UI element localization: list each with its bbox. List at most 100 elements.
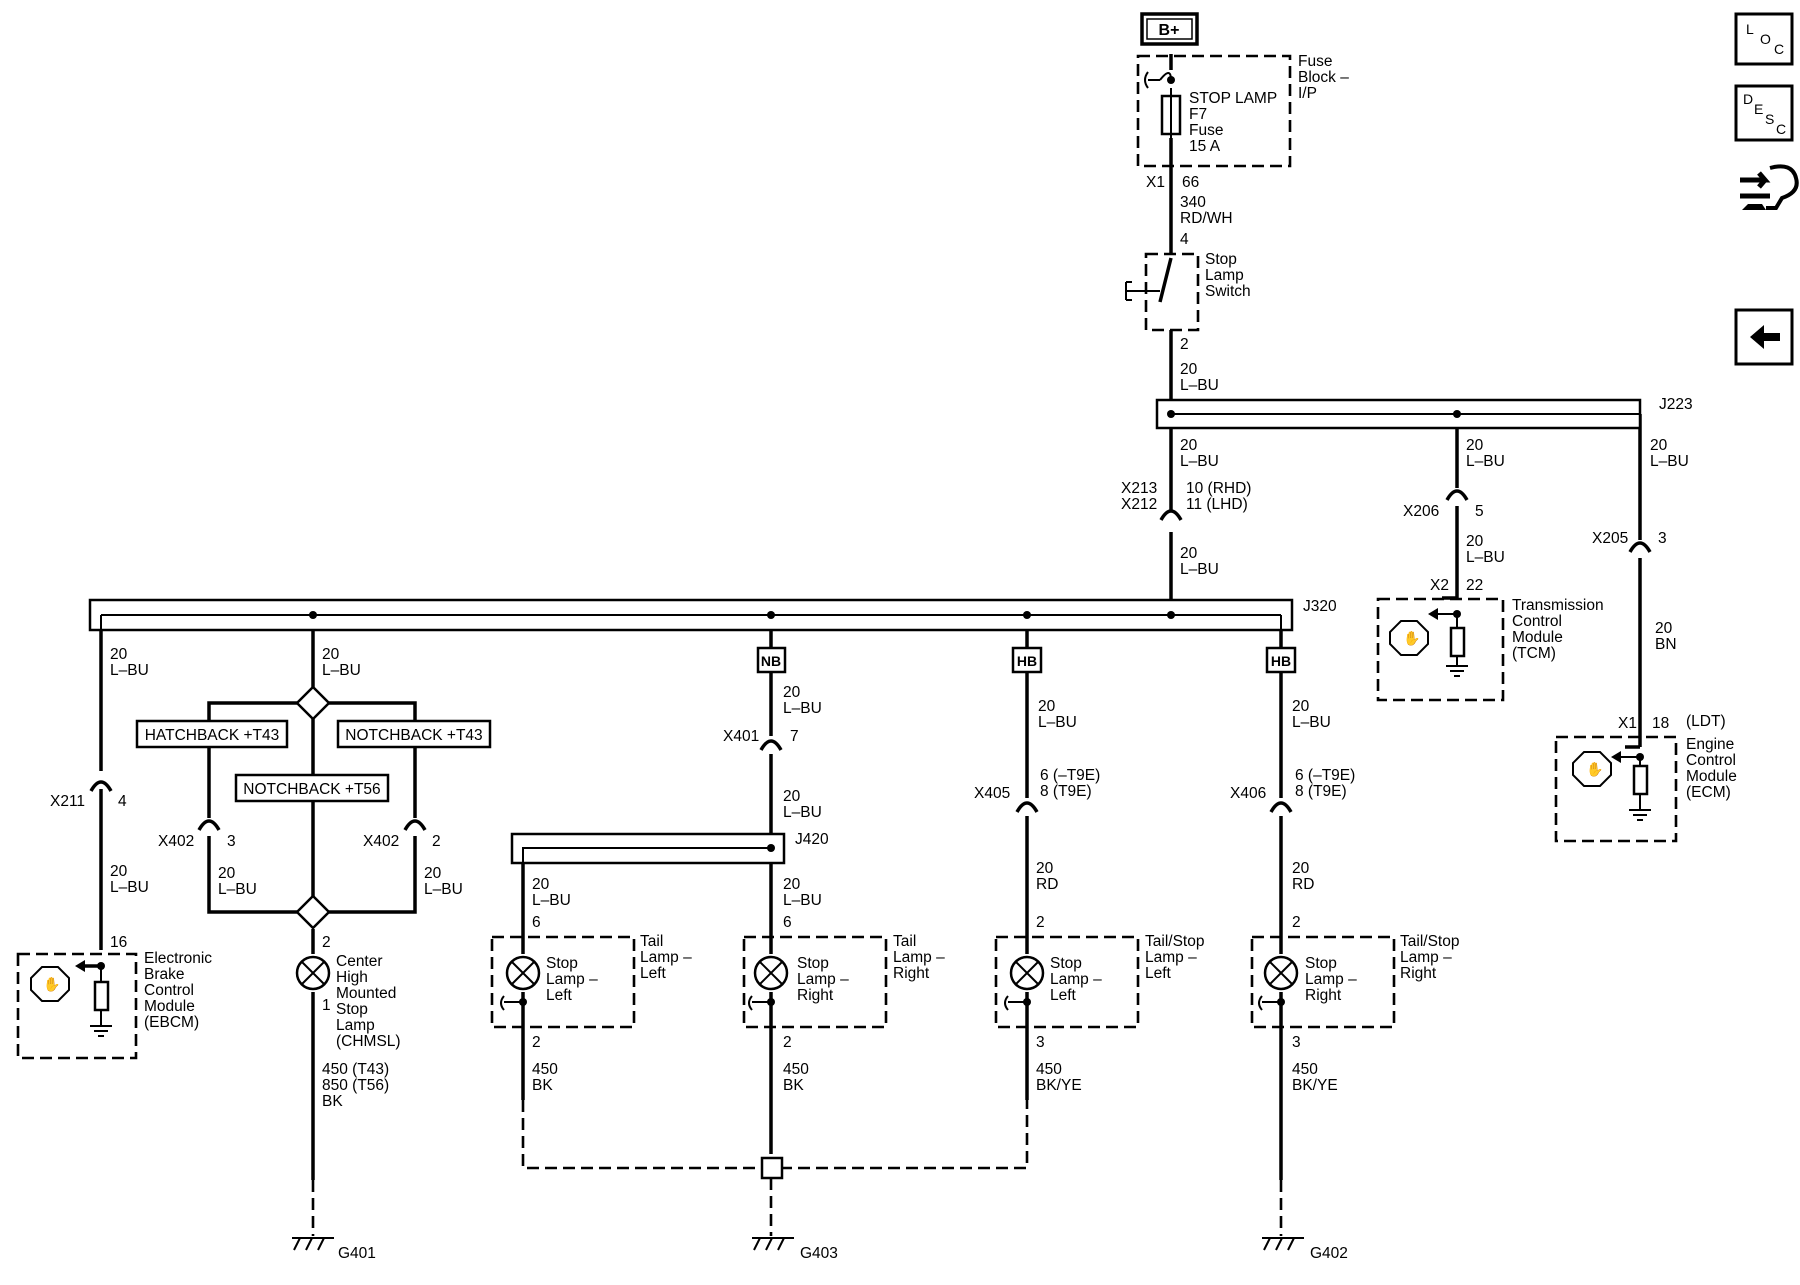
x401-connector: X401 [723, 728, 759, 745]
x211-connector: X211 [50, 793, 85, 810]
lamp-stop-left-nb: 20 L–BU 6 Stop Lamp – Left Tail Lamp – L… [490, 876, 696, 1094]
lamp1-pin-in: 6 [532, 914, 541, 931]
connector-x402-right-symbol [403, 819, 427, 831]
connector-tool-icon[interactable] [1740, 164, 1799, 210]
wire-label-nb-bottom: 20 L–BU [783, 788, 822, 821]
connector-x405-symbol [1015, 801, 1039, 813]
j420-label: J420 [795, 831, 829, 848]
svg-text:S: S [1765, 111, 1774, 127]
tail-lamp-right-label: Tail Lamp – Right [893, 933, 949, 982]
tailstop-lamp-right-label: Tail/Stop Lamp – Right [1400, 933, 1464, 982]
x406-connector: X406 [1230, 785, 1266, 802]
lamp3-pin-out: 3 [1036, 1034, 1045, 1051]
g402-label: G402 [1310, 1245, 1348, 1262]
x405-connector: X405 [974, 785, 1010, 802]
ecm-outline [1554, 735, 1678, 843]
tail-lamp-left-label: Tail Lamp – Left [640, 933, 696, 982]
option-split-diamond [295, 685, 331, 721]
nb-branch: NB 20 L–BU X401 7 20 L–BU [723, 646, 822, 821]
notchback-t56-box [234, 773, 390, 803]
hb-branch-left: HB 20 L–BU X405 6 (–T9E) 8 (T9E) 20 RD 2… [974, 646, 1209, 1094]
j320-label: J320 [1303, 598, 1337, 615]
switch-pin-out: 2 [1180, 336, 1189, 353]
wire-label-hb2-rd: 20 RD [1292, 860, 1314, 893]
tailstop-lamp-left-outline [994, 935, 1140, 1029]
lamp4-pin-out: 3 [1292, 1034, 1301, 1051]
connector-x402-left-symbol [197, 819, 221, 831]
j223-label: J223 [1659, 396, 1693, 413]
hb-tag-left [1011, 646, 1043, 674]
wire-label-x402-right: 20 L–BU [424, 865, 463, 898]
wire-label-lamp2: 20 L–BU [783, 876, 822, 909]
description-icon[interactable]: D E S C [1734, 84, 1794, 142]
wire-label-x213-top: 20 L–BU [1180, 437, 1219, 470]
ecm-connector: X1 [1618, 715, 1637, 732]
notchback-t56-label: NOTCHBACK +T56 [243, 781, 380, 798]
notchback-t43-label: NOTCHBACK +T43 [345, 727, 482, 744]
ebcm-label: Electronic Brake Control Module (EBCM) [144, 950, 216, 1031]
connector-x213-symbol [1159, 509, 1183, 521]
svg-text:D: D [1743, 91, 1753, 107]
splice-bars: J223 J320 J420 [88, 396, 1693, 865]
x213-connectors: X213 X212 [1121, 480, 1162, 513]
svg-text:✋: ✋ [43, 976, 60, 992]
svg-text:C: C [1776, 121, 1786, 137]
stop-lamp-right-hb-label: Stop Lamp – Right [1305, 955, 1361, 1004]
wire-label-tcm-top: 20 L–BU [1466, 437, 1505, 470]
hand-stop-icon [1572, 751, 1612, 787]
tail-lamp-right-outline [742, 935, 888, 1029]
back-arrow-icon[interactable] [1734, 308, 1794, 366]
dashed-ground-paths [311, 1100, 1283, 1236]
x213-pins: 10 (RHD) 11 (LHD) [1186, 480, 1256, 513]
chmsl-branch: 20 L–BU HATCHBACK +T43 NOTCHBACK +T43 NO… [135, 646, 492, 1110]
wire-label-x213-bottom: 20 L–BU [1180, 545, 1219, 578]
chmsl-pin-top: 2 [322, 934, 331, 951]
wire-450-bkye-lamp3: 450 BK/YE [1036, 1061, 1082, 1094]
x402-right-connector: X402 [363, 833, 399, 850]
lamp4-pin-in: 2 [1292, 914, 1301, 931]
svg-text:C: C [1774, 41, 1784, 57]
ebcm-branch: 20 L–BU X211 4 20 L–BU 16 ✋ Electronic B… [16, 646, 216, 1060]
bplus-label: B+ [1159, 22, 1180, 39]
g401-label: G401 [338, 1245, 376, 1262]
wire-label-nb-top: 20 L–BU [783, 684, 822, 717]
chmsl-label: Center High Mounted Stop Lamp (CHMSL) [336, 953, 401, 1050]
x405-pins: 6 (–T9E) 8 (T9E) [1040, 767, 1105, 800]
hb-tag-right [1265, 646, 1297, 674]
fuse-block: B+ Fuse Block – I/P STOP LAMP F7 Fuse 15… [1136, 12, 1349, 227]
x206-pin: 5 [1475, 503, 1484, 520]
connector-x406-symbol [1269, 801, 1293, 813]
svg-text:✋: ✋ [1403, 630, 1420, 646]
tcm-label: Transmission Control Module (TCM) [1512, 597, 1608, 662]
nb-tag [756, 646, 787, 674]
ground-g401: G401 [292, 1237, 376, 1262]
x2-pin: 22 [1466, 577, 1483, 594]
wire-340-label: 340 RD/WH [1180, 194, 1233, 227]
ecm-label: Engine Control Module (ECM) [1686, 736, 1741, 801]
x211-pin: 4 [118, 793, 127, 810]
wire-450-bkye-lamp4: 450 BK/YE [1292, 1061, 1338, 1094]
wire-450-bk-lamp2: 450 BK [783, 1061, 813, 1094]
wire-label-lamp1: 20 L–BU [532, 876, 571, 909]
fuse-label: STOP LAMP F7 Fuse 15 A [1189, 90, 1281, 155]
tcm-outline [1376, 597, 1505, 702]
hand-stop-icon [30, 966, 70, 1002]
wire-label-hb1-rd: 20 RD [1036, 860, 1058, 893]
notchback-t43-box [336, 719, 492, 749]
option-join-diamond [295, 894, 331, 930]
x206-connector: X206 [1403, 503, 1439, 520]
x2-connector: X2 [1430, 577, 1449, 594]
x205-pin: 3 [1658, 530, 1667, 547]
nb-tag-label: NB [761, 653, 781, 669]
x402-left-connector: X402 [158, 833, 194, 850]
tailstop-lamp-left-label: Tail/Stop Lamp – Left [1145, 933, 1209, 982]
wire-label-tcm-bottom: 20 L–BU [1466, 533, 1505, 566]
stop-lamp-switch: 4 Stop Lamp Switch 2 20 L–BU [1125, 231, 1251, 394]
x402-right-pin: 2 [432, 833, 441, 850]
svg-text:O: O [1760, 31, 1771, 47]
stop-lamp-left-hb-label: Stop Lamp – Left [1050, 955, 1106, 1004]
lamp3-pin-in: 2 [1036, 914, 1045, 931]
wire-450-bk-lamp1: 450 BK [532, 1061, 562, 1094]
location-icon[interactable]: L O C [1734, 12, 1794, 66]
